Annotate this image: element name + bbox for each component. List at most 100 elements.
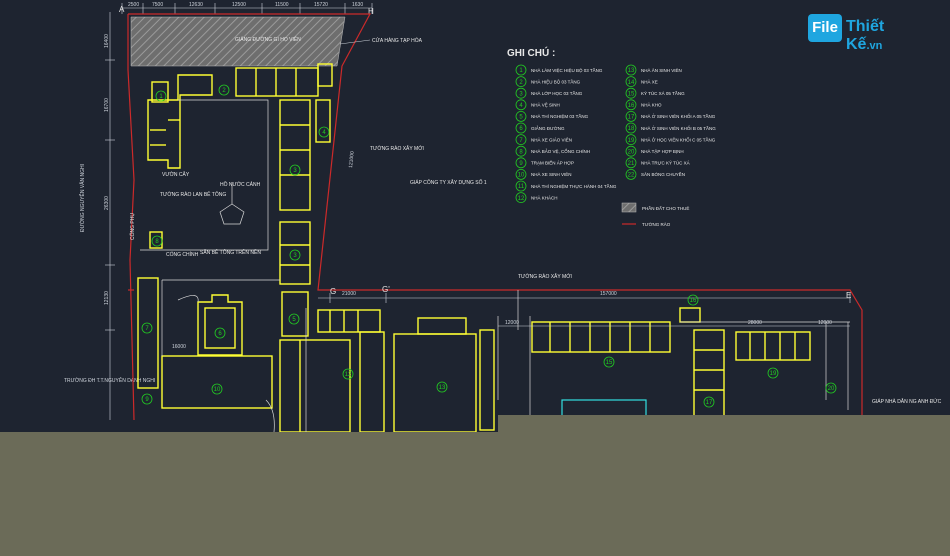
legend-number: 12: [518, 196, 525, 202]
legend-item-label: KÝ TÚC XÁ 05 TẦNG: [641, 90, 685, 96]
left-dimension: [105, 12, 115, 420]
legend-item-label: NHÀ VỆ SINH: [531, 101, 560, 108]
legend-marker: [515, 99, 527, 111]
bottom-dimension: [318, 293, 851, 327]
yard-label: SÂN BÊ TÔNG TRÊN NỀN: [200, 248, 261, 256]
marker-6: 6: [218, 331, 222, 337]
legend-item-label: NHÀ XE SINH VIÊN: [531, 170, 572, 177]
marker-2: 2: [222, 88, 226, 94]
dim-right-diagonal: 121000: [348, 151, 356, 168]
legend-hatch-label: PHẦN ĐẤT CHO THUÊ: [642, 204, 689, 211]
legend-marker: [625, 87, 637, 99]
legend-number: 9: [519, 161, 523, 167]
legend-marker: [515, 87, 527, 99]
legend-item-label: NHÀ KHO: [641, 102, 662, 108]
legend-marker: [625, 64, 637, 76]
rented-land-hatch: [130, 16, 346, 67]
axis-g-label: G: [330, 287, 336, 296]
fence-bottom-label: TƯỜNG RÀO XÂY MỚI: [518, 273, 572, 280]
logo-domain: .vn: [866, 40, 883, 52]
legend-item-label: NHÀ TRỰC KÝ TÚC XÁ: [641, 160, 690, 166]
dim-left-1: 16400: [104, 34, 110, 48]
legend-marker: [515, 157, 527, 169]
marker-1: 1: [159, 94, 163, 100]
legend-marker: [515, 134, 527, 146]
dim-top-7: 1630: [352, 2, 363, 8]
legend-number: 14: [628, 80, 635, 86]
legend-number: 21: [628, 161, 635, 167]
dim-left-2: 16700: [104, 98, 110, 112]
legend-number: 20: [628, 149, 635, 155]
empty-area: [0, 432, 950, 556]
legend-marker: [515, 145, 527, 157]
wall-left-label: TƯỜNG RÀO LAN BÊ TÔNG: [160, 190, 226, 198]
marker-3: 3: [293, 168, 297, 174]
top-right-area-label: CỬA HÀNG TẠP HÓA: [372, 37, 423, 44]
legend-item-label: NHÀ TẬP HỢP BỊNH: [641, 148, 684, 154]
legend-item-label: NHÀ THÍ NGHIỆM THỰC HÀNH 04 TẦNG: [531, 182, 617, 189]
legend-hatch-swatch: [621, 202, 637, 213]
legend-item-label: NHÀ XE: [641, 78, 658, 84]
legend-number: 5: [519, 115, 523, 121]
building-markers: [141, 84, 837, 408]
pond-label: HỒ NƯỚC CẢNH: [220, 181, 261, 188]
neighbor-right-label: GIÁP NHÀ DÂN NG ANH ĐỨC: [872, 398, 942, 405]
marker-4: 4: [322, 130, 326, 136]
marker-9: 9: [145, 397, 149, 403]
legend-item-label: NHÀ XE GIÁO VIÊN: [531, 135, 572, 142]
legend-item-label: NHÀ Ở HỌC VIÊN KHỐI C 05 TẦNG: [641, 135, 716, 142]
legend-item-label: GIẢNG ĐƯỜNG: [531, 125, 565, 131]
watermark-logo: File Thiết Kế.vn: [808, 12, 922, 53]
legend-item-label: NHÀ BẢO VỆ, CỔNG CHÍNH: [531, 147, 590, 154]
marker-17: 17: [706, 400, 713, 406]
legend-number: 6: [519, 126, 523, 132]
legend-marker: [625, 111, 637, 122]
site-plan: 2500 7500 12630 12500 11500 15720 1630 A…: [64, 2, 942, 432]
legend-number: 10: [518, 173, 525, 179]
building-walls: [137, 63, 811, 432]
legend-item-label: NHÀ Ở SINH VIÊN KHỐI B 05 TẦNG: [641, 124, 716, 131]
site-fence: [127, 13, 863, 421]
legend-marker: [625, 145, 637, 157]
marker-5: 5: [292, 317, 296, 323]
neighbor-label: GIÁP CÔNG TY XÂY DỰNG SỐ 1: [410, 179, 487, 186]
axis-h-label: H: [368, 7, 374, 16]
legend-marker: [625, 134, 637, 146]
legend-number: 1: [519, 68, 523, 74]
legend-number: 18: [628, 126, 635, 132]
legend-marker: [515, 192, 527, 204]
marker-8: 8: [155, 239, 159, 245]
marker-13: 13: [439, 385, 446, 391]
dim-left-4: 12130: [104, 291, 110, 305]
legend-number: 3: [519, 91, 523, 97]
legend-item-label: TRẠM BIẾN ÁP HỢP: [531, 160, 574, 166]
garden-label: VƯỜN CÂY: [162, 171, 190, 178]
dim-top-6: 15720: [314, 2, 328, 8]
legend-number: 7: [519, 138, 523, 144]
legend-item-label: NHÀ LÀM VIỆC HIỆU BỘ 03 TẦNG: [531, 66, 603, 73]
dim-sub-right: 12000: [818, 320, 832, 326]
marker-16: 16: [690, 298, 697, 304]
marker-3b: 3: [293, 253, 297, 259]
drawing-canvas[interactable]: 2500 7500 12630 12500 11500 15720 1630 A…: [0, 0, 950, 432]
legend-marker: [625, 99, 637, 111]
dim-inner: 16000: [172, 344, 186, 350]
road-left-label: ĐƯỜNG NGUYỄN VĂN NGHI: [79, 164, 86, 232]
legend-marker: [515, 111, 527, 122]
dim-sub-left: 12000: [505, 320, 519, 326]
legend-number: 8: [519, 149, 523, 155]
dim-top-2: 7500: [152, 2, 163, 8]
legend-marker: [625, 168, 637, 180]
legend-number: 2: [519, 80, 523, 86]
legend-number: 19: [628, 138, 635, 144]
legend-number: 16: [628, 103, 635, 109]
dim-long-span: 157000: [600, 291, 617, 297]
legend-marker: [515, 122, 527, 134]
marker-12: 12: [345, 372, 352, 378]
dim-top-3: 12630: [189, 2, 203, 8]
gate-side-label: CỔNG PHỤ: [129, 213, 136, 240]
top-dimension: [121, 3, 373, 14]
